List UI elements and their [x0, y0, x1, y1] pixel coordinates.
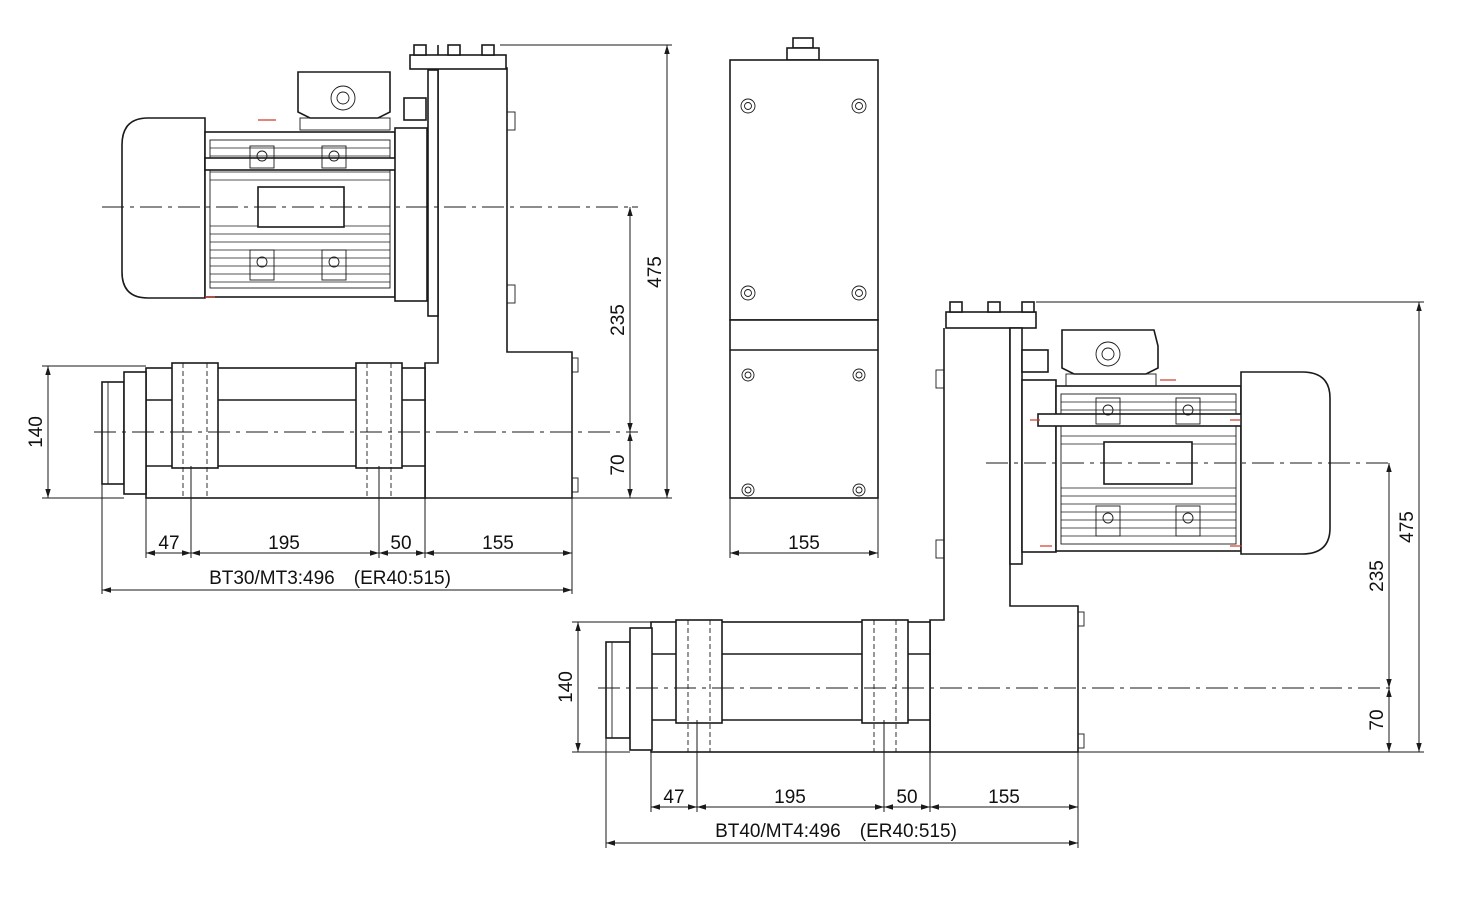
side-view-bt30 — [94, 44, 632, 499]
end-view: 155 — [729, 37, 879, 558]
end-view-lower-block — [729, 319, 879, 499]
dim-140-bt40: 140 — [556, 671, 577, 703]
dim-70-bt40: 70 — [1367, 709, 1388, 730]
dims-bt40-vertical: 475 235 70 140 — [556, 301, 1424, 753]
dim-475-bt40: 475 — [1397, 511, 1418, 543]
terminal-box — [297, 71, 391, 119]
dim-235-bt30: 235 — [608, 304, 629, 336]
dim-155-bt40: 155 — [988, 787, 1020, 808]
dims-bt30-horizontal: 47 195 50 155 BT30/MT3:496 (ER40:515) — [101, 466, 573, 594]
terminal-box-bt40 — [1061, 329, 1159, 375]
dim-47-bt30: 47 — [158, 533, 179, 554]
dims-bt30-vertical: 475 235 70 140 — [26, 44, 672, 499]
dim-475-bt30: 475 — [645, 256, 666, 288]
dim-70-bt30: 70 — [608, 454, 629, 475]
dim-155-end-view: 155 — [788, 533, 820, 554]
dim-50-bt30: 50 — [390, 533, 411, 554]
motor-end-cap — [121, 117, 206, 299]
dim-195-bt40: 195 — [774, 787, 806, 808]
dims-bt40-horizontal: 47 195 50 155 BT40/MT4:496 (ER40:515) — [605, 720, 1079, 848]
dim-155-bt30: 155 — [482, 533, 514, 554]
dim-235-bt40: 235 — [1367, 560, 1388, 592]
spindle-housing — [424, 45, 573, 499]
spindle-housing-bt40 — [929, 328, 1079, 753]
dim-195-bt30: 195 — [268, 533, 300, 554]
dim-47-bt40: 47 — [663, 787, 684, 808]
dim-140-bt30: 140 — [26, 416, 47, 448]
total-length-label-bt40: BT40/MT4:496 (ER40:515) — [715, 821, 957, 842]
total-length-label-bt30: BT30/MT3:496 (ER40:515) — [209, 568, 451, 589]
dim-50-bt40: 50 — [896, 787, 917, 808]
side-view-bt40 — [598, 301, 1394, 753]
motor-end-cap-bt40 — [1240, 371, 1331, 555]
end-view-upper-block — [729, 59, 879, 321]
